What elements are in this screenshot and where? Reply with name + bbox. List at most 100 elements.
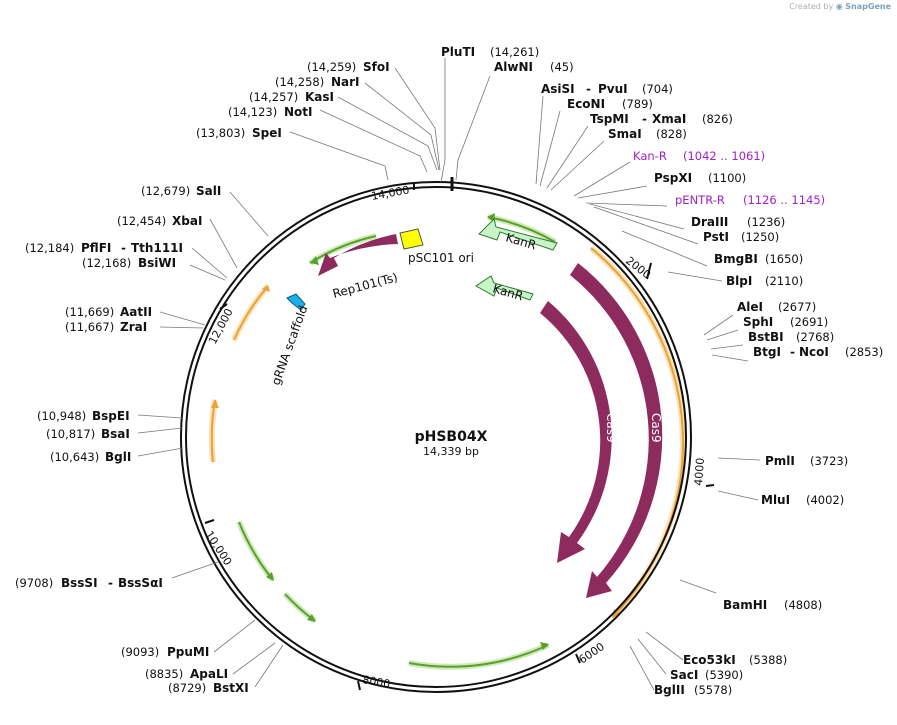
site-pflfI-tth111I: (12,184) PflFI - Tth111I (25, 241, 183, 255)
cas9-outer-label: Cas9 (649, 413, 663, 443)
svg-text:PflFI: PflFI (81, 241, 111, 255)
tick-4000: 4000 (692, 457, 707, 486)
site-bsiwI: (12,168) BsiWI (82, 256, 176, 270)
svg-text:BsiWI: BsiWI (138, 256, 176, 270)
site-apalI: (8835) ApaLI (145, 667, 228, 681)
backbone (180, 177, 692, 693)
svg-text:BssSαI: BssSαI (118, 576, 163, 590)
site-sphI: SphI (2691) (743, 315, 828, 329)
svg-text:(828): (828) (656, 127, 687, 141)
svg-text:(9093): (9093) (121, 645, 159, 659)
site-econI: EcoNI (789) (567, 97, 653, 111)
cas9-inner-label: Cas9 (604, 413, 618, 443)
svg-text:BssSI: BssSI (61, 576, 98, 590)
site-bglII: BglII (5578) (654, 683, 732, 697)
svg-text:(11,667): (11,667) (65, 320, 114, 334)
site-bglI: (10,643) BglI (50, 450, 131, 464)
site-bstbI: BstBI (2768) (748, 330, 834, 344)
svg-text:BspEI: BspEI (92, 409, 130, 423)
site-bstxI: (8729) BstXI (168, 681, 249, 695)
svg-text:(8729): (8729) (168, 681, 206, 695)
svg-text:ZraI: ZraI (120, 320, 147, 334)
site-speI: (13,803) SpeI (196, 126, 282, 140)
svg-text:SpeI: SpeI (252, 126, 282, 140)
site-pstI: PstI (1250) (703, 230, 779, 244)
svg-text:BmgBI: BmgBI (714, 252, 758, 266)
svg-text:(1042 .. 1061): (1042 .. 1061) (683, 149, 765, 163)
tick-14000: 14,000 (370, 183, 410, 202)
svg-text:(5390): (5390) (705, 668, 743, 682)
svg-text:(45): (45) (550, 60, 574, 74)
rep101-feature: Rep101(Ts) (318, 234, 399, 301)
svg-text:Tth111I: Tth111I (131, 241, 183, 255)
snapgene-credit: Created by ◉ SnapGene (789, 2, 891, 11)
site-narI: (14,258) NarI (275, 75, 360, 89)
site-btgI-ncoI: BtgI - NcoI (2853) (753, 345, 883, 359)
arc-9800 (236, 520, 276, 582)
svg-text:SmaI: SmaI (608, 127, 642, 141)
svg-text:(12,168): (12,168) (82, 256, 131, 270)
site-sfoI: (14,259) SfoI (307, 60, 390, 74)
svg-text:PmlI: PmlI (765, 454, 795, 468)
site-bspeI: (10,948) BspEI (37, 409, 130, 423)
cas9-outer: Cas9 (570, 263, 663, 598)
svg-text:ApaLI: ApaLI (190, 667, 228, 681)
svg-text:KasI: KasI (305, 90, 334, 104)
svg-text:(1100): (1100) (708, 171, 746, 185)
svg-text:(1126 .. 1145): (1126 .. 1145) (743, 193, 825, 207)
svg-text:(4002): (4002) (806, 493, 844, 507)
svg-text:(4808): (4808) (784, 598, 822, 612)
psc101-ori: pSC101 ori (399, 228, 474, 265)
svg-text:-: - (642, 112, 647, 126)
site-tspmI-xmaI: TspMI - XmaI (826) (590, 112, 733, 126)
svg-text:PpuMI: PpuMI (167, 645, 209, 659)
svg-text:(14,257): (14,257) (249, 90, 298, 104)
svg-text:PspXI: PspXI (654, 171, 692, 185)
svg-text:BsaI: BsaI (101, 427, 130, 441)
svg-text:TspMI: TspMI (590, 112, 629, 126)
svg-text:pENTR-R: pENTR-R (675, 193, 725, 207)
svg-text:(10,948): (10,948) (37, 409, 86, 423)
svg-text:(12,184): (12,184) (25, 241, 74, 255)
svg-text:(14,259): (14,259) (307, 60, 356, 74)
plasmid-size: 14,339 bp (423, 445, 479, 458)
svg-text:BtgI: BtgI (753, 345, 781, 359)
site-leader-lines (137, 58, 761, 691)
grna-scaffold: gRNA scaffold (269, 293, 310, 387)
svg-text:MluI: MluI (761, 493, 790, 507)
svg-text:(10,817): (10,817) (46, 427, 95, 441)
plasmid-name: pHSB04X (415, 429, 488, 445)
arc-12000 (231, 284, 271, 342)
svg-text:(1250): (1250) (741, 230, 779, 244)
svg-text:(2110): (2110) (765, 274, 803, 288)
site-aleI: AleI (2677) (737, 300, 816, 314)
svg-text:SalI: SalI (196, 184, 221, 198)
svg-text:NotI: NotI (284, 105, 313, 119)
svg-text:BglII: BglII (654, 683, 685, 697)
svg-text:SacI: SacI (670, 668, 698, 682)
svg-text:(14,258): (14,258) (275, 75, 324, 89)
svg-text:(14,123): (14,123) (228, 105, 277, 119)
svg-text:(11,669): (11,669) (65, 305, 114, 319)
svg-text:AatII: AatII (120, 305, 152, 319)
svg-text:(826): (826) (702, 112, 733, 126)
svg-text:(10,643): (10,643) (50, 450, 99, 464)
site-zraI: (11,667) ZraI (65, 320, 147, 334)
svg-text:EcoNI: EcoNI (567, 97, 605, 111)
svg-text:(12,454): (12,454) (117, 214, 166, 228)
svg-text:BstBI: BstBI (748, 330, 784, 344)
credit-brand: SnapGene (845, 2, 891, 11)
psc101-label: pSC101 ori (408, 251, 474, 265)
svg-text:Eco53kI: Eco53kI (683, 653, 736, 667)
site-asisI-pvuI: AsiSI - PvuI (704) (541, 82, 673, 96)
svg-text:-: - (586, 82, 591, 96)
site-smaI: SmaI (828) (608, 127, 687, 141)
svg-text:DraIII: DraIII (691, 215, 728, 229)
site-alwnI: AlwNI (45) (494, 60, 574, 74)
svg-text:BstXI: BstXI (213, 681, 249, 695)
svg-text:(5388): (5388) (749, 653, 787, 667)
svg-text:-: - (121, 241, 126, 255)
site-blpI: BlpI (2110) (726, 274, 803, 288)
site-salI: (12,679) SalI (141, 184, 221, 198)
svg-text:NcoI: NcoI (799, 345, 829, 359)
